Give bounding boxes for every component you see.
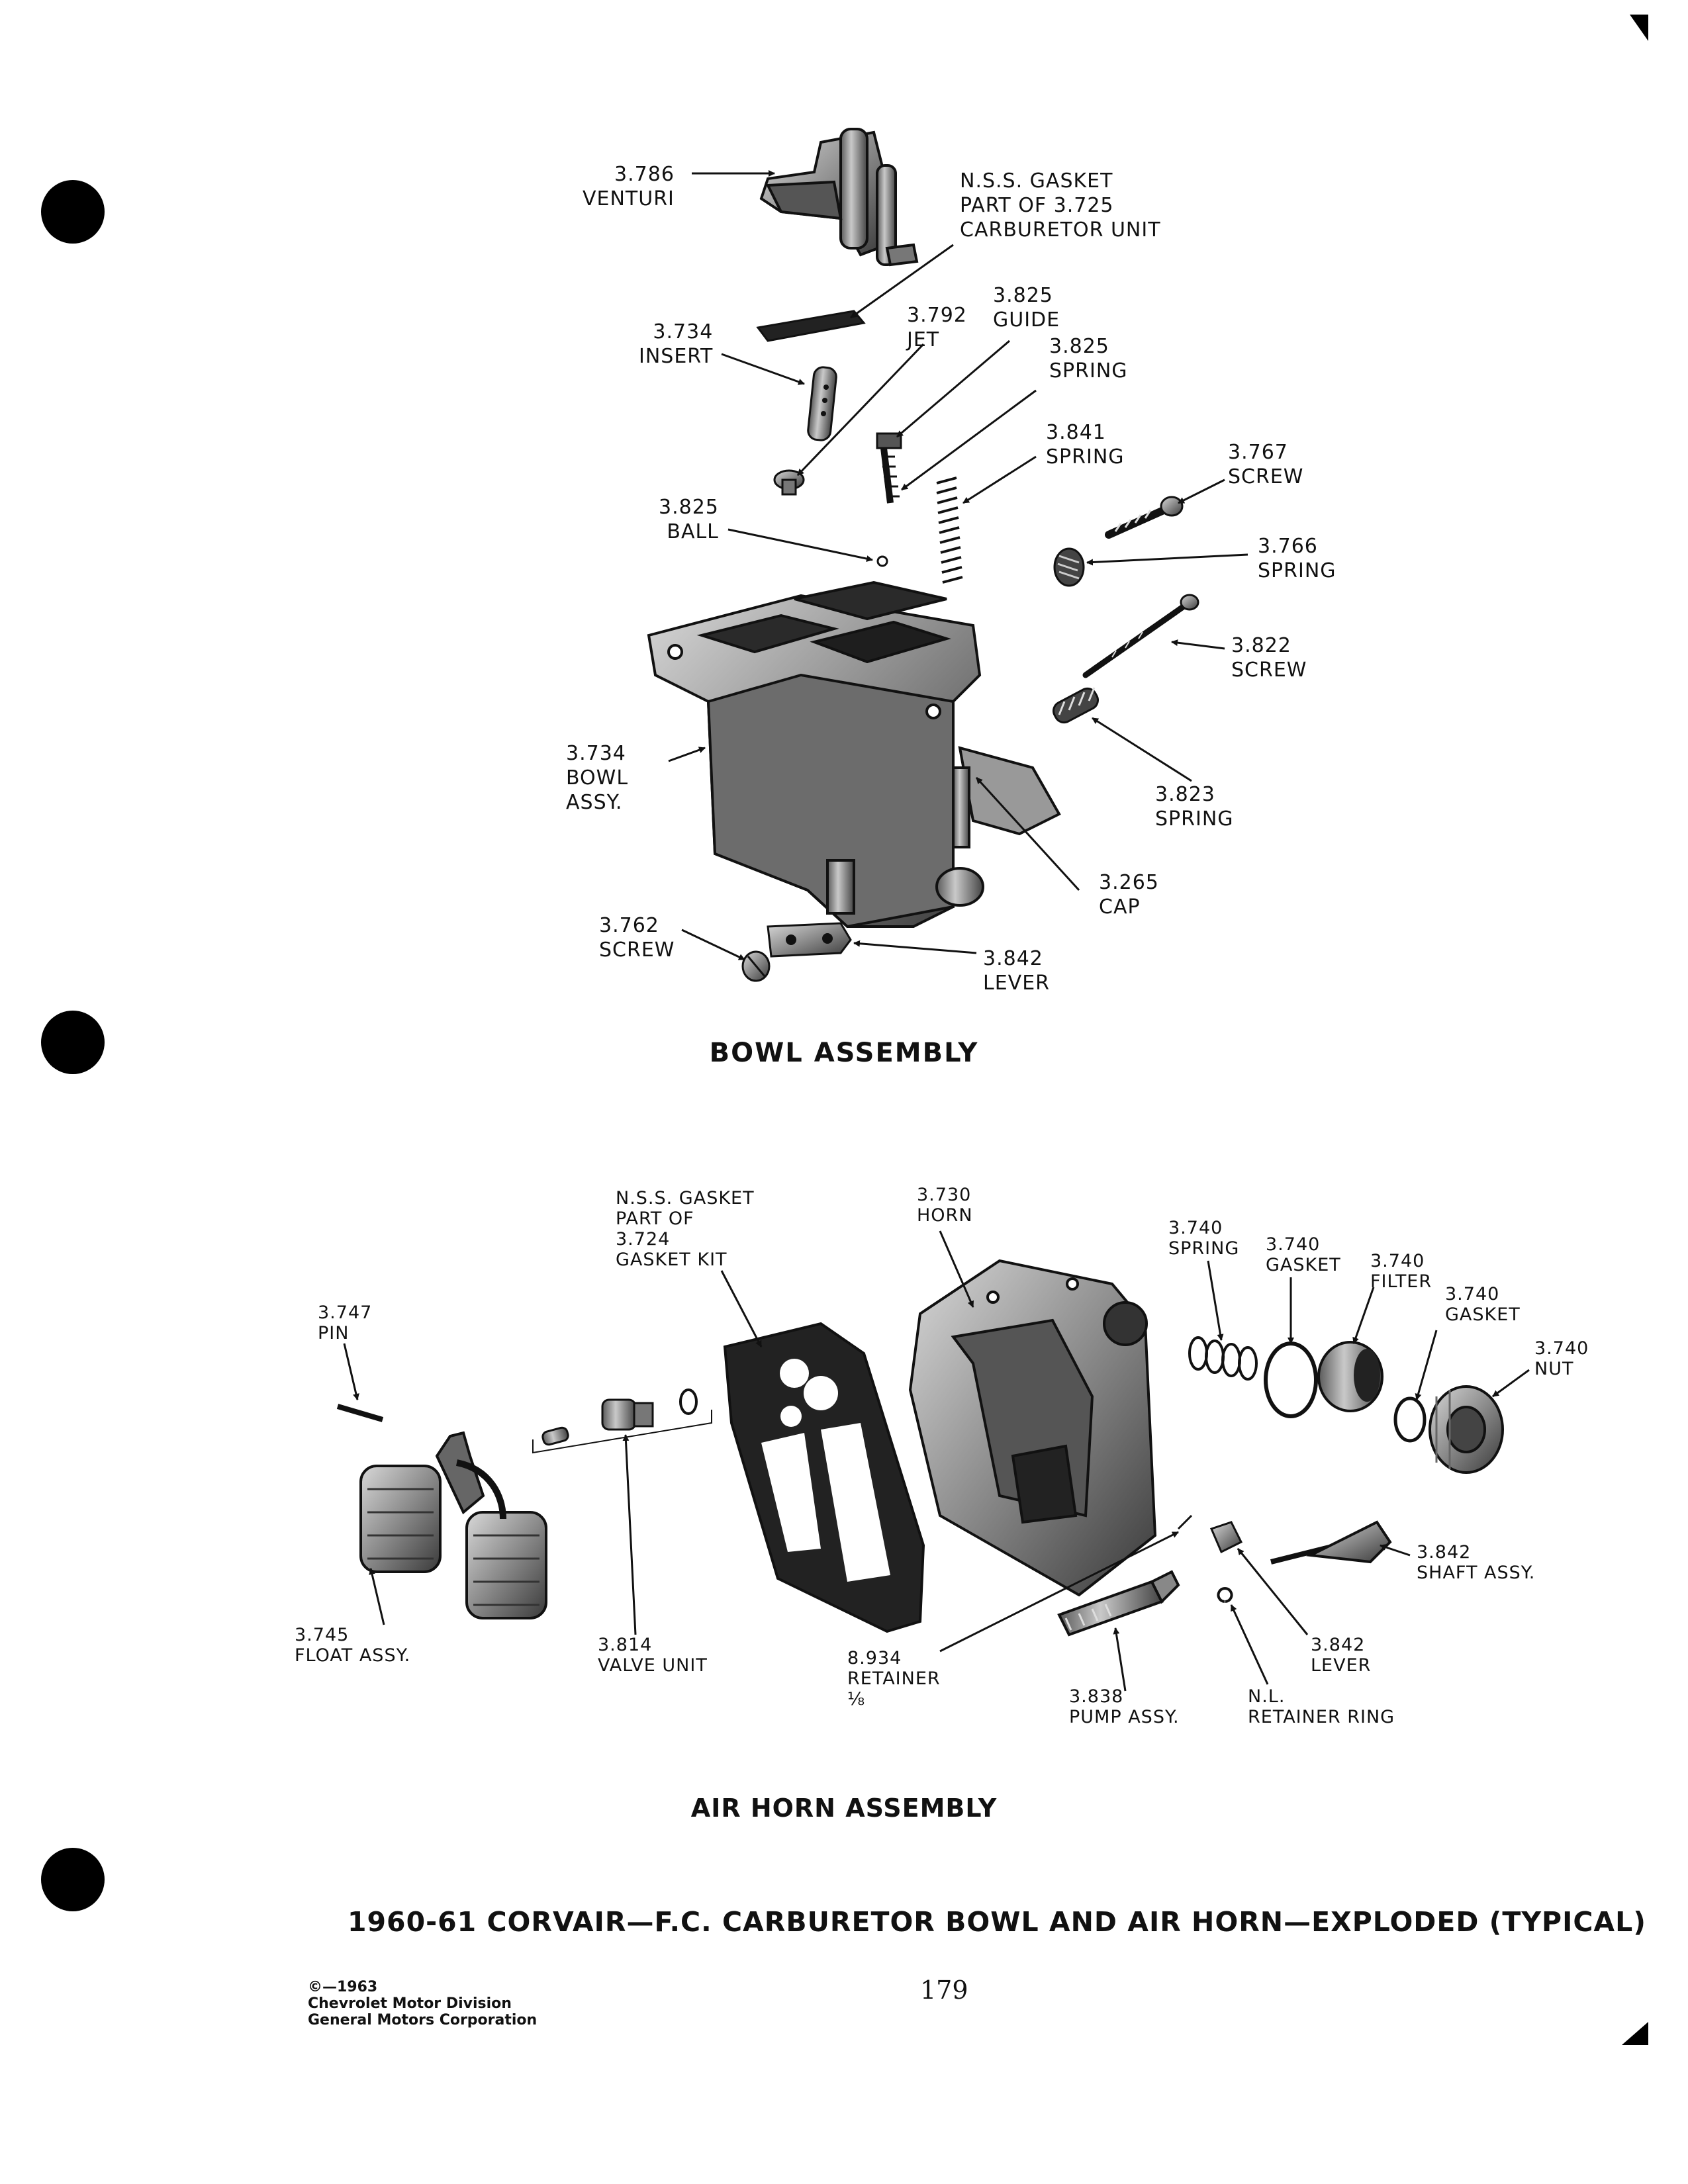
retainer-part [1177, 1514, 1193, 1530]
pump-assy-part [1057, 1570, 1180, 1637]
label-venturi: 3.786 VENTURI [583, 163, 675, 210]
label-filter: 3.740 FILTER [1370, 1251, 1432, 1292]
binder-holes [41, 180, 105, 1911]
spring-3841-part [936, 477, 963, 584]
label-guide: 3.825 GUIDE [993, 284, 1060, 332]
valve-unit-part [532, 1388, 712, 1454]
label-spring-3740: 3.740 SPRING [1168, 1218, 1240, 1259]
screw-3762-part [741, 950, 771, 982]
gasket-3740-ring-part [1264, 1342, 1318, 1418]
label-cap: 3.265 CAP [1099, 871, 1159, 919]
label-ball: 3.825 BALL [659, 496, 719, 543]
label-valve-unit: 3.814 VALVE UNIT [598, 1635, 708, 1676]
guide-part [876, 432, 902, 504]
ball-part [876, 555, 888, 567]
label-gasket-3725: N.S.S. GASKET PART OF 3.725 CARBURETOR U… [960, 169, 1161, 242]
binder-hole-top [41, 180, 105, 244]
label-screw-3767: 3.767 SCREW [1228, 441, 1304, 488]
label-spring-3766: 3.766 SPRING [1258, 535, 1336, 582]
lever-3842-part [767, 922, 852, 958]
pin-part [336, 1404, 384, 1422]
label-bowl-assy: 3.734 BOWL ASSY. [566, 742, 629, 814]
float-assy-part [359, 1431, 547, 1619]
label-lever-3842: 3.842 LEVER [983, 947, 1050, 995]
bowl-leaders [668, 170, 1248, 961]
airhorn-assembly-art [336, 1230, 1530, 1692]
label-gasket-3740: 3.740 GASKET [1266, 1234, 1341, 1275]
label-lever-3842-airhorn: 3.842 LEVER [1311, 1635, 1372, 1676]
gasket-3725-part [756, 310, 866, 342]
label-screw-3822: 3.822 SCREW [1231, 634, 1307, 682]
gasket-3724-part [723, 1322, 925, 1633]
label-spring-3825: 3.825 SPRING [1049, 335, 1128, 383]
jet-part [773, 469, 805, 496]
gasket-3740-small-part [1393, 1396, 1427, 1443]
spring-3766-part [1053, 547, 1085, 587]
spring-3823-part [1053, 687, 1099, 724]
label-jet: 3.792 JET [907, 304, 967, 351]
label-gasket-3740-b: 3.740 GASKET [1445, 1284, 1521, 1325]
label-retainer: 8.934 RETAINER ⅛ [847, 1648, 941, 1709]
airhorn-leaders [343, 1230, 1530, 1692]
retainer-ring-part [1217, 1587, 1233, 1603]
label-pin: 3.747 PIN [318, 1302, 373, 1343]
label-shaft-assy: 3.842 SHAFT ASSY. [1417, 1542, 1536, 1583]
label-retainer-ring: N.L. RETAINER RING [1248, 1686, 1395, 1727]
corner-mark-top [1630, 15, 1648, 41]
spring-3740-part [1188, 1336, 1258, 1381]
label-float-assy: 3.745 FLOAT ASSY. [295, 1625, 411, 1666]
label-nut: 3.740 NUT [1534, 1338, 1589, 1379]
lever-small-part [1209, 1521, 1243, 1554]
label-spring-3841: 3.841 SPRING [1046, 421, 1125, 469]
shaft-assy-part [1270, 1520, 1392, 1565]
label-horn: 3.730 HORN [917, 1185, 973, 1226]
copyright-notice: ©—1963 Chevrolet Motor Division General … [308, 1979, 538, 2028]
label-gasket-kit: N.S.S. GASKET PART OF 3.724 GASKET KIT [616, 1188, 755, 1270]
bowl-body-part [647, 580, 1061, 929]
bowl-assembly-title: BOWL ASSEMBLY [709, 1038, 979, 1068]
insert-part [807, 366, 837, 441]
label-pump-assy: 3.838 PUMP ASSY. [1069, 1686, 1180, 1727]
filter-part [1317, 1341, 1383, 1412]
nut-part [1429, 1385, 1504, 1474]
bowl-assembly-art [647, 128, 1248, 982]
label-screw-3762: 3.762 SCREW [599, 914, 675, 962]
airhorn-assembly-title: AIR HORN ASSEMBLY [690, 1794, 998, 1823]
binder-hole-bottom [41, 1848, 105, 1911]
venturi-part [759, 128, 919, 267]
screw-3822-part [1082, 594, 1199, 678]
screw-3767-part [1105, 496, 1184, 539]
binder-hole-middle [41, 1011, 105, 1074]
page-main-title: 1960-61 CORVAIR—F.C. CARBURETOR BOWL AND… [348, 1906, 1647, 1938]
corner-mark-bottom [1622, 2022, 1648, 2045]
page-number: 179 [920, 1976, 968, 2005]
horn-part [908, 1259, 1157, 1597]
label-insert: 3.734 INSERT [639, 320, 714, 368]
label-spring-3823: 3.823 SPRING [1155, 783, 1234, 831]
